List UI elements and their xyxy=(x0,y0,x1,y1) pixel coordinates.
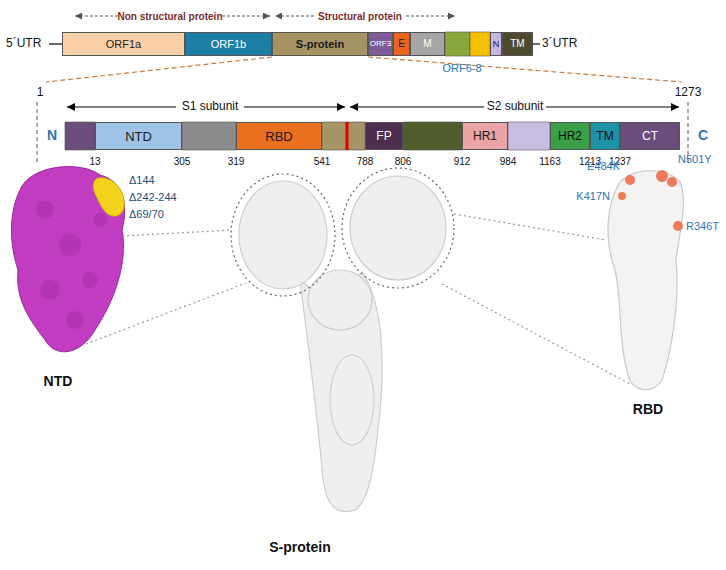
annotation-label: 5´UTR xyxy=(6,37,41,50)
annotation-label: 305 xyxy=(174,156,191,167)
segment-box: ORF1b xyxy=(185,32,272,56)
segment-box: HR2 xyxy=(550,122,590,150)
annotation-label: 984 xyxy=(500,156,517,167)
annotation-label: RBD xyxy=(633,402,663,417)
segment-label: FP xyxy=(376,130,391,142)
annotation-label: R346T xyxy=(686,220,719,232)
segment-label: TM xyxy=(510,39,524,49)
annotation-label: Structural protein xyxy=(318,11,402,22)
segment-box: RBD xyxy=(236,122,322,150)
annotation-label: 319 xyxy=(228,156,245,167)
annotation-label: S1 subunit xyxy=(182,100,239,113)
segment-box: S-protein xyxy=(272,32,368,56)
segment-label: ORF1b xyxy=(211,39,246,50)
annotation-label: 788 xyxy=(357,156,374,167)
segment-box: TM xyxy=(590,122,620,150)
segment-box: FP xyxy=(365,122,403,150)
segment-label: TM xyxy=(596,130,613,142)
annotation-label: S-protein xyxy=(269,540,330,555)
annotation-label: C xyxy=(698,128,708,143)
ntd-structure xyxy=(11,167,124,352)
annotation-label: 912 xyxy=(454,156,471,167)
segment-label: ORF3 xyxy=(370,40,392,48)
annotation-label: S2 subunit xyxy=(487,100,544,113)
segment-label: HR2 xyxy=(558,130,582,142)
segment-box: ORF1a xyxy=(62,32,185,56)
segment-label: E xyxy=(398,39,405,49)
segment-box: NTD xyxy=(95,122,182,150)
spike-structure xyxy=(239,176,446,512)
domain-segment xyxy=(65,122,550,150)
segment-label: ORF1a xyxy=(106,39,141,50)
annotation-label: E484K xyxy=(587,160,620,172)
segment-label: N xyxy=(493,40,500,49)
annotation-label: 1 xyxy=(37,86,44,99)
annotation-label: K417N xyxy=(576,190,610,202)
segment-label: NTD xyxy=(125,130,152,143)
cleavage-mark xyxy=(346,122,349,150)
annotation-label: 806 xyxy=(395,156,412,167)
segment-box: N xyxy=(490,32,502,56)
focus-circle xyxy=(231,168,454,296)
annotation-label: 3´UTR xyxy=(542,37,577,50)
genome-segment xyxy=(445,32,490,56)
annotation-label: Non structural protein xyxy=(117,11,222,22)
annotation-label: NTD xyxy=(44,374,73,389)
annotation-label: Δ69/70 xyxy=(129,208,164,220)
annotation-label: 1163 xyxy=(539,156,561,167)
segment-label: S-protein xyxy=(296,39,344,50)
segment-box: CT xyxy=(620,122,680,150)
subunit-arrow xyxy=(67,107,679,108)
annotation-label: 541 xyxy=(314,156,331,167)
segment-label: M xyxy=(423,39,431,49)
segment-label: CT xyxy=(642,130,658,142)
annotation-label: ORF6-8 xyxy=(442,62,481,74)
annotation-label: N xyxy=(47,128,57,143)
annotation-label: Δ242-244 xyxy=(129,191,177,203)
annotation-label: 13 xyxy=(89,156,100,167)
segment-box: E xyxy=(393,32,410,56)
segment-label: HR1 xyxy=(473,130,497,142)
annotation-label: 1273 xyxy=(675,86,702,99)
rbd-structure xyxy=(608,170,683,390)
zoom-line xyxy=(46,57,682,82)
segment-box: TM xyxy=(502,32,533,56)
segment-label: RBD xyxy=(265,130,292,143)
annotation-label: N501Y xyxy=(678,153,712,165)
segment-box: M xyxy=(410,32,445,56)
annotation-label: Δ144 xyxy=(129,174,155,186)
segment-box: HR1 xyxy=(462,122,508,150)
bound-line xyxy=(37,102,688,164)
segment-box: ORF3 xyxy=(368,32,393,56)
